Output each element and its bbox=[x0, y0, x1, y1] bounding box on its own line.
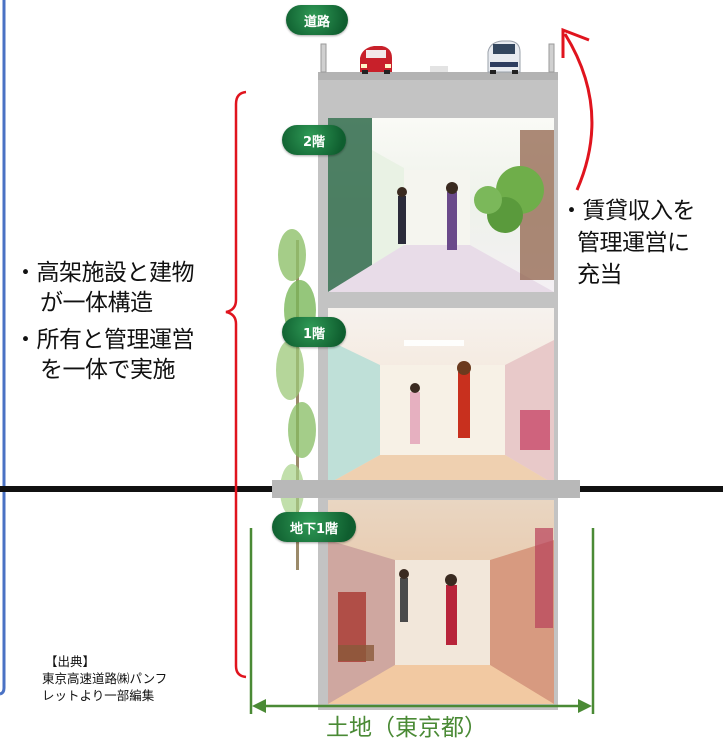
floor2-illustration bbox=[328, 118, 554, 292]
basement-label: 地下1階 bbox=[272, 512, 356, 542]
floor1-illustration bbox=[328, 308, 554, 484]
left-note-line2: が一体構造 bbox=[40, 290, 153, 316]
floor1-label: 1階 bbox=[282, 317, 346, 347]
ground-line bbox=[0, 486, 328, 492]
red-bracket bbox=[225, 90, 247, 679]
right-note-line2: 管理運営に bbox=[577, 230, 690, 256]
right-note-line3: 充当 bbox=[577, 262, 623, 288]
source-line2: 東京高速道路㈱パンフ bbox=[42, 671, 168, 686]
right-note-line1: ・賃貸収入を bbox=[560, 198, 696, 224]
red-car-icon bbox=[360, 46, 392, 74]
white-car-icon bbox=[487, 40, 521, 74]
left-note-line3: ・所有と管理運営 bbox=[14, 327, 195, 353]
frame-border bbox=[0, 0, 6, 696]
source-line1: 【出典】 bbox=[45, 654, 96, 669]
land-dimension-line bbox=[249, 528, 595, 714]
basement-illustration bbox=[328, 500, 554, 704]
left-note-line1: ・高架施設と建物 bbox=[14, 260, 195, 286]
road-label: 道路 bbox=[286, 5, 348, 35]
source-line3: レットより一部編集 bbox=[42, 688, 155, 703]
left-note-line4: を一体で実施 bbox=[40, 357, 176, 383]
floor2-label: 2階 bbox=[282, 125, 346, 155]
upward-arrow bbox=[563, 33, 594, 191]
